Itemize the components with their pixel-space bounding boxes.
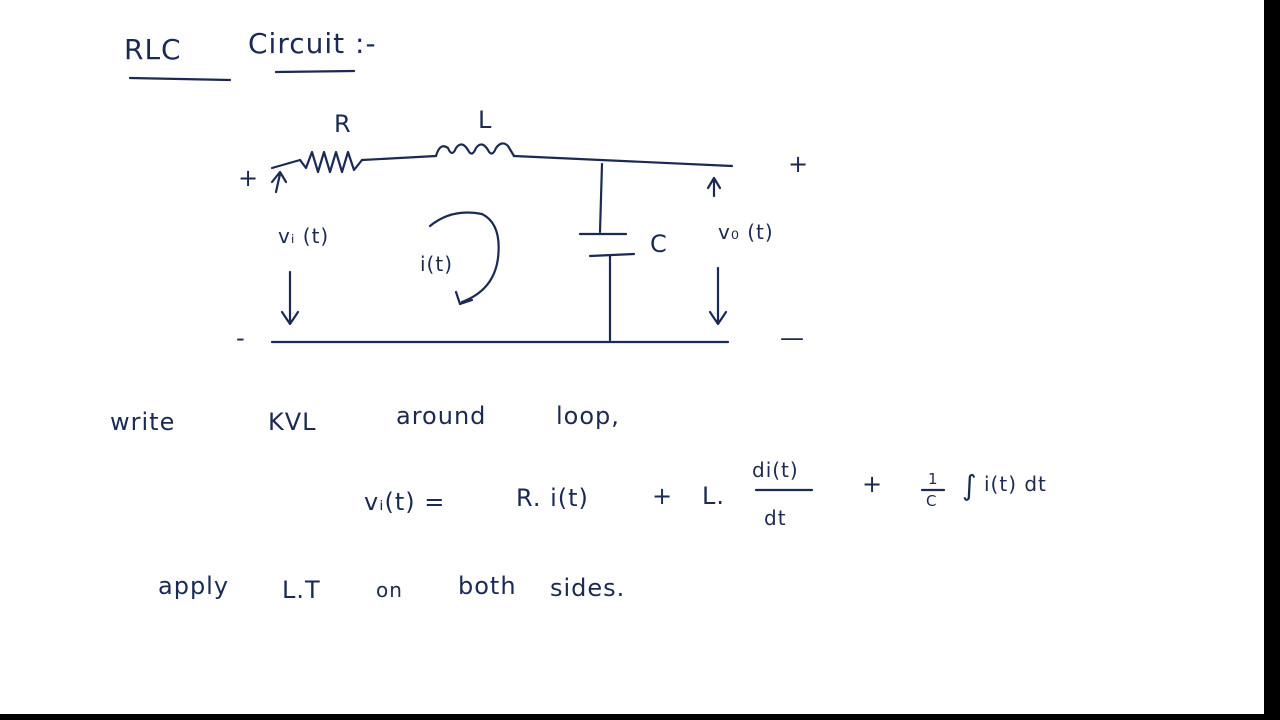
note-kvl: KVL [268, 408, 317, 436]
apply-both: both [458, 572, 517, 600]
apply-sides: sides. [550, 574, 626, 602]
rlc-circuit-diagram [128, 69, 734, 344]
title-rlc: RLC [124, 33, 182, 66]
equation-term-l: L. [702, 482, 725, 510]
equation-plus-1: + [652, 482, 674, 510]
note-write: write [110, 408, 176, 436]
top-wire-right [512, 154, 734, 168]
equation-fraction-denominator: dt [764, 506, 787, 530]
inductor-symbol [434, 142, 516, 158]
title-underline-circuit [274, 69, 356, 74]
wire-r-to-l [360, 154, 438, 162]
equation-lhs: vᵢ(t) = [364, 488, 446, 516]
output-voltage-label: v₀ (t) [718, 220, 774, 244]
equation-plus-2: + [862, 470, 884, 498]
top-wire-left [270, 158, 302, 170]
resistor-label: R [334, 110, 352, 138]
capacitor-top-lead [598, 162, 604, 234]
input-voltage-label: vᵢ (t) [278, 224, 330, 248]
title-underline-rlc [128, 76, 232, 82]
loop-current-label: i(t) [420, 252, 454, 276]
capacitor-label: C [650, 230, 668, 258]
output-plus-label: + [788, 150, 810, 178]
note-loop: loop, [556, 402, 620, 430]
input-plus-label: + [238, 164, 260, 192]
output-up-arrow [706, 176, 722, 198]
equation-fraction-numerator: di(t) [752, 458, 799, 482]
equation-integrand: i(t) dt [984, 472, 1047, 496]
input-up-arrow [270, 170, 288, 194]
equation-one-over-c-denominator: C [926, 492, 938, 510]
apply-on: on [376, 578, 403, 602]
resistor-symbol [298, 150, 364, 174]
output-minus-label: — [780, 324, 805, 352]
note-around: around [396, 402, 487, 430]
whiteboard-canvas: RLC Circuit :- R L C + - v [0, 0, 1264, 714]
capacitor-bottom-plate [588, 252, 636, 258]
equation-term-r: R. i(t) [516, 484, 589, 512]
apply-word: apply [158, 572, 230, 600]
title-circuit: Circuit :- [248, 27, 377, 60]
loop-current-arrow [428, 211, 500, 306]
equation-one-over-c-numerator: 1 [928, 470, 939, 488]
integral-sign: ∫ [962, 469, 978, 502]
output-down-arrow [708, 266, 728, 326]
input-minus-label: - [236, 324, 246, 352]
apply-lt: L.T [282, 576, 321, 604]
fraction-bars [754, 488, 946, 492]
input-down-arrow [280, 270, 300, 326]
inductor-label: L [478, 106, 493, 134]
